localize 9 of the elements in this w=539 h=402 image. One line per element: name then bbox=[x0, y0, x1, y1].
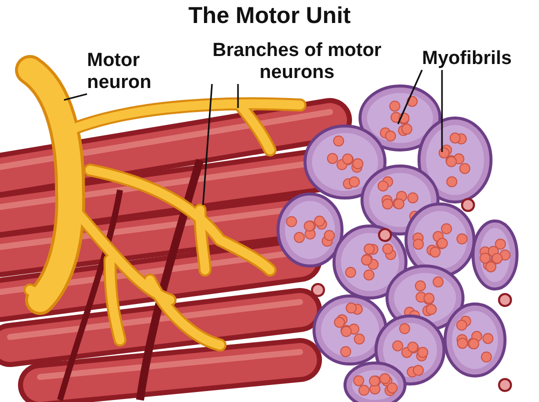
leader-line bbox=[397, 70, 423, 124]
leader-line bbox=[441, 70, 443, 152]
part-label: Myofibrils bbox=[422, 48, 534, 70]
leader-line bbox=[237, 84, 239, 108]
part-label: Motor neuron bbox=[87, 50, 177, 94]
diagram-title: The Motor Unit bbox=[187, 2, 352, 29]
part-label: Branches of motor neurons bbox=[212, 40, 382, 84]
leader-line bbox=[202, 84, 213, 206]
leader-line bbox=[64, 93, 88, 101]
